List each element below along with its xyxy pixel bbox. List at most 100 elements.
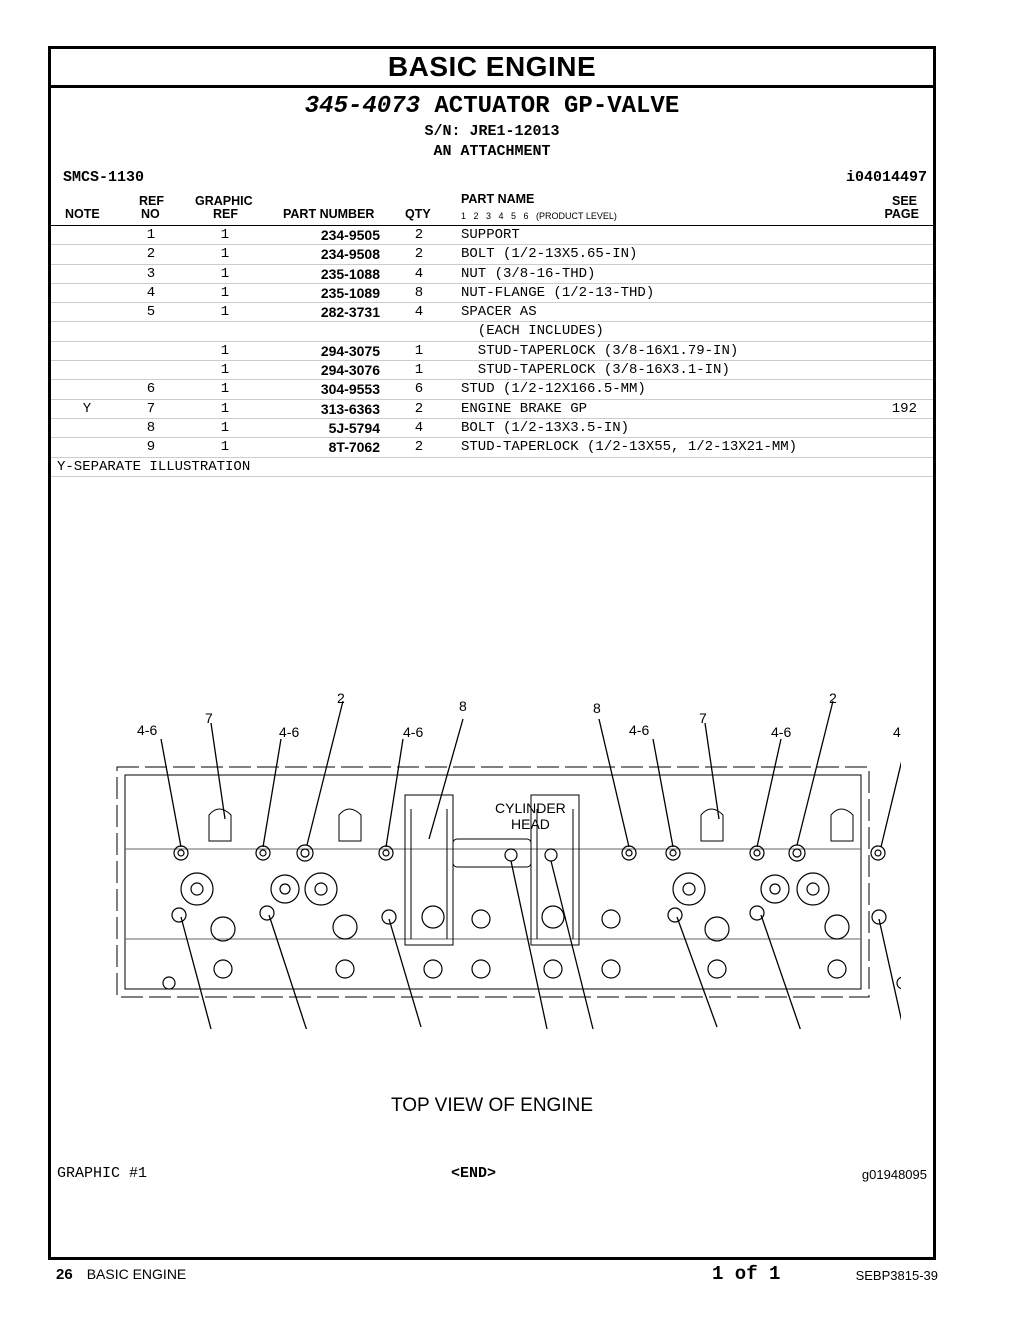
callout-4-6: 4-6 [893,724,901,740]
cell-graphic-ref: 1 [220,304,230,321]
callout-8: 8 [593,700,601,716]
cell-ref: 5 [146,304,156,321]
cell-part-name: NUT (3/8-16-THD) [461,265,596,282]
footer-section: BASIC ENGINE [86,1266,187,1282]
callout-4-6: 4-6 [629,722,649,738]
callout-2: 2 [337,690,345,706]
table-row: 8 1 5J-5794 4 BOLT (1/2-13X3.5-IN) [51,419,933,439]
header-qty: QTY [405,207,431,221]
table-row: 9 1 8T-7062 2 STUD-TAPERLOCK (1/2-13X55,… [51,438,933,458]
cell-qty: 2 [414,400,424,417]
cell-part-number: 282-3731 [320,304,380,321]
cell-qty: 2 [414,439,424,456]
cell-part-name: BOLT (1/2-13X5.65-IN) [461,246,638,263]
header-see-2: PAGE [884,207,920,221]
callout-7: 7 [699,710,707,726]
header-part-name: PART NAME [461,192,535,206]
cell-qty: 4 [414,304,424,321]
cell-qty: 2 [414,246,424,263]
cell-part-number: 304-9553 [320,381,380,398]
header-product-level: 1 2 3 4 5 6 (PRODUCT LEVEL) [461,211,617,221]
callout-leaders [160,700,901,1029]
table-row: 6 1 304-9553 6 STUD (1/2-12X166.5-MM) [51,380,933,400]
cell-part-number: 234-9505 [320,227,380,243]
callout-2: 2 [829,690,837,706]
table-row: 1 294-3075 1 STUD-TAPERLOCK (3/8-16X1.79… [51,342,933,362]
cylinder-head-outline [116,766,870,998]
table-row: 4 1 235-1089 8 NUT-FLANGE (1/2-13-THD) [51,284,933,304]
document-number: SEBP3815-39 [855,1268,938,1283]
cell-qty: 4 [414,419,424,436]
cell-ref: 2 [146,246,156,263]
cell-part-name: BOLT (1/2-13X3.5-IN) [461,419,630,436]
cell-part-name: STUD-TAPERLOCK (3/8-16X1.79-IN) [461,342,739,359]
cylinder-head-label-1: CYLINDER [495,800,566,816]
cell-note: Y [82,400,92,417]
header-part-number: PART NUMBER [283,207,375,221]
callout-4-6: 4-6 [279,724,299,740]
cell-part-number: 313-6363 [320,400,380,417]
cylinder-head-label-2: HEAD [511,816,550,832]
cell-see-page[interactable]: 192 [891,400,917,417]
cell-part-name: ENGINE BRAKE GP [461,400,588,417]
group-part-number: 345-4073 [304,93,420,120]
cell-graphic-ref: 1 [220,227,230,243]
cell-graphic-ref: 1 [220,246,230,263]
cell-graphic-ref: 1 [220,439,230,456]
cell-part-name: SUPPORT [461,227,520,243]
table-row: 3 1 235-1088 4 NUT (3/8-16-THD) [51,265,933,284]
smcs-code: SMCS-1130 [63,169,145,186]
cell-part-number: 294-3076 [320,362,380,379]
cell-qty: 6 [414,381,424,398]
cell-ref: 7 [146,400,156,417]
page-title: BASIC ENGINE [51,49,933,88]
cell-qty: 1 [414,342,424,359]
table-row: 2 1 234-9508 2 BOLT (1/2-13X5.65-IN) [51,245,933,265]
footnote: Y-SEPARATE ILLUSTRATION [57,458,251,475]
group-heading: 345-4073 ACTUATOR GP-VALVE [51,93,933,121]
table-row: Y 7 1 313-6363 2 ENGINE BRAKE GP 192 [51,400,933,419]
cell-part-name: SPACER AS [461,304,537,321]
graphic-id: g01948095 [861,1167,927,1182]
cell-part-number: 294-3075 [320,342,380,359]
page-number: 26 [56,1266,73,1283]
parts-table: 1 1 234-9505 2 SUPPORT 2 1 234-9508 2 BO… [51,226,933,477]
header-graphic-1: GRAPHIC [195,194,253,208]
cell-ref: 4 [146,284,156,301]
cell-part-number: 235-1089 [320,284,380,301]
cell-qty: 2 [414,227,424,243]
graphic-label: GRAPHIC #1 [57,1165,148,1182]
cell-ref: 1 [146,227,156,243]
table-row: (EACH INCLUDES) [51,322,933,342]
cell-part-name: NUT-FLANGE (1/2-13-THD) [461,284,655,301]
cell-ref: 3 [146,265,156,282]
table-header: NOTE REF NO GRAPHIC REF PART NUMBER QTY … [51,191,933,226]
cell-ref: 6 [146,381,156,398]
cell-part-name: STUD (1/2-12X166.5-MM) [461,381,646,398]
table-row: 1 1 234-9505 2 SUPPORT [51,226,933,246]
callout-7: 7 [205,710,213,726]
cell-graphic-ref: 1 [220,342,230,359]
cell-part-name: STUD-TAPERLOCK (3/8-16X3.1-IN) [461,362,730,379]
table-row: 5 1 282-3731 4 SPACER AS [51,303,933,323]
cell-part-number: 8T-7062 [328,439,380,456]
cell-qty: 1 [414,362,424,379]
callout-4-6: 4-6 [771,724,791,740]
cell-ref: 8 [146,419,156,436]
cell-graphic-ref: 1 [220,381,230,398]
callout-4-6: 4-6 [403,724,423,740]
cell-qty: 8 [414,284,424,301]
cell-graphic-ref: 1 [220,400,230,417]
header-see-1: SEE [891,194,917,208]
cell-graphic-ref: 1 [220,284,230,301]
engine-top-view-illustration: 4-6 7 4-6 2 4-6 8 8 4-6 7 4-6 2 4-6 CYLI… [116,690,901,1029]
cell-qty: 4 [414,265,424,282]
header-note: NOTE [65,207,100,221]
cell-graphic-ref: 1 [220,265,230,282]
serial-number: S/N: JRE1-12013 [424,123,560,140]
header-graphic-2: REF [213,207,238,221]
group-name: ACTUATOR GP-VALVE [434,93,680,120]
illustration-id: i04014497 [845,169,927,186]
page-of: 1 of 1 [712,1263,781,1285]
cell-graphic-ref: 1 [220,419,230,436]
